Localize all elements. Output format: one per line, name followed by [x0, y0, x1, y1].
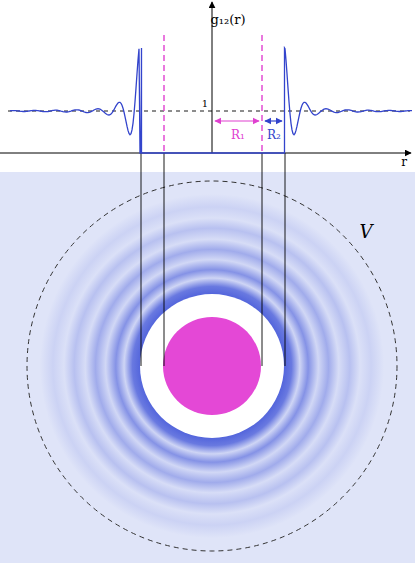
axis-label: r: [401, 156, 407, 168]
r1-arrow: [215, 120, 259, 121]
projection-lines: [141, 153, 285, 366]
density-rings: [27, 181, 397, 551]
volume-boundary: [27, 181, 397, 551]
radius-marker: [163, 35, 164, 153]
medium-ground: [0, 172, 415, 563]
radius-marker: [261, 35, 262, 153]
axis-label: g₁₂(r): [210, 13, 245, 26]
tick-label: 1: [202, 99, 208, 109]
solute-disk: [163, 317, 261, 415]
dimension-label: R₁: [231, 129, 245, 141]
g12-curve: [10, 48, 412, 153]
volume-label: V: [360, 223, 373, 241]
dimension-label: R₂: [267, 129, 281, 141]
r2-arrow: [265, 120, 282, 121]
